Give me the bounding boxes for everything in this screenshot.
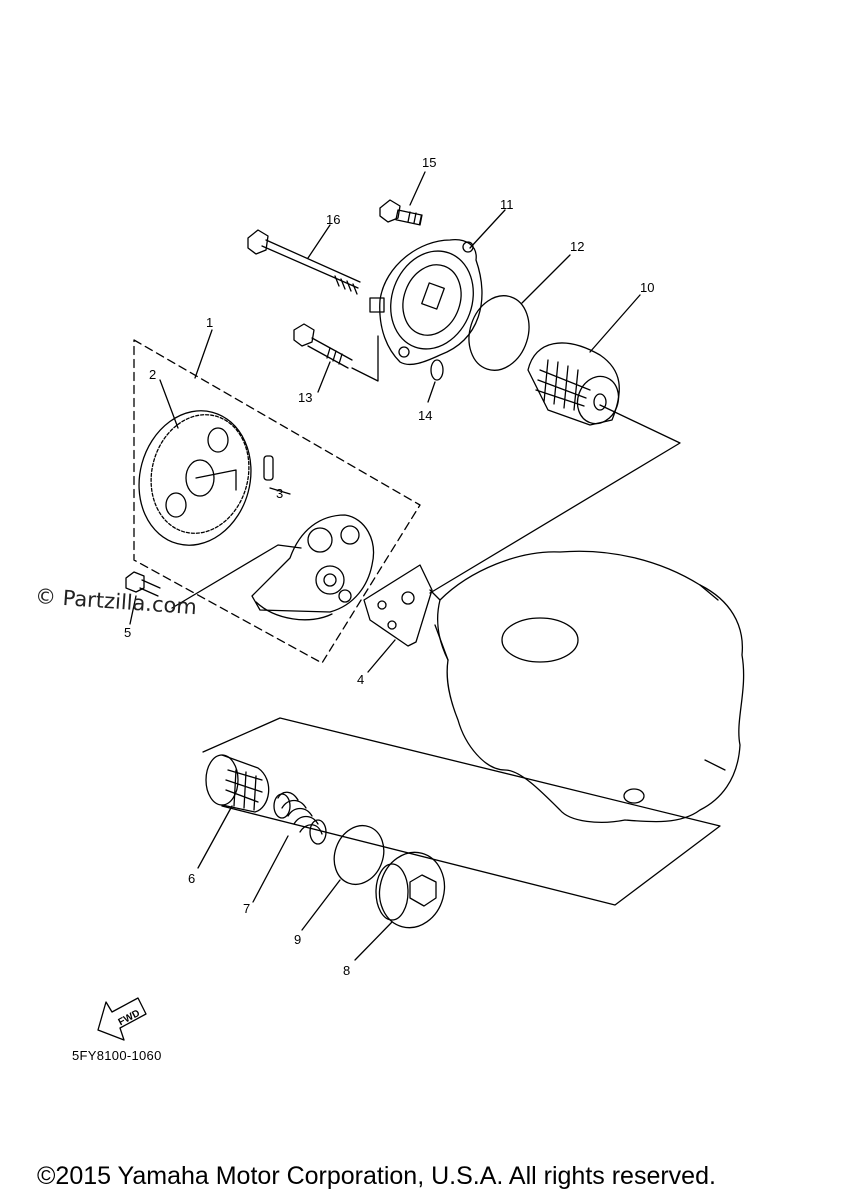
drain-plug-part-8 (371, 845, 452, 935)
crankcase-detail (430, 585, 725, 770)
callout-11: 11 (500, 197, 514, 212)
callout-12: 12 (570, 239, 584, 254)
oil-filter-part-10 (528, 343, 625, 429)
dowel-pin-part-3 (264, 456, 273, 480)
pump-link-lines (172, 545, 301, 608)
callout-16: 16 (326, 212, 340, 227)
o-ring-part-14 (431, 360, 443, 380)
o-ring-part-9 (326, 819, 392, 892)
bolt-part-13 (294, 324, 378, 381)
driven-gear-part-2 (124, 398, 265, 558)
callout-4: 4 (357, 672, 364, 687)
long-bolt-part-16 (248, 230, 360, 294)
fwd-arrow-icon (98, 998, 146, 1040)
screw-part-5 (126, 572, 160, 596)
callout-8: 8 (343, 963, 350, 978)
strainer-link-lines (203, 718, 720, 905)
copyright-notice: ©2015 Yamaha Motor Corporation, U.S.A. A… (37, 1162, 716, 1190)
callout-1: 1 (206, 315, 213, 330)
crankcase-boss (502, 618, 578, 662)
oil-pump-body (252, 515, 373, 620)
filter-link-lines (430, 405, 680, 593)
callout-7: 7 (243, 901, 250, 916)
o-ring-part-12 (460, 288, 539, 378)
spring-part-7 (274, 792, 326, 844)
callout-9: 9 (294, 932, 301, 947)
callout-15: 15 (422, 155, 436, 170)
callout-13: 13 (298, 390, 312, 405)
callout-10: 10 (640, 280, 654, 295)
callout-2: 2 (149, 367, 156, 382)
leader-lines (130, 172, 640, 960)
diagram-code: 5FY8100-1060 (72, 1048, 162, 1063)
callout-6: 6 (188, 871, 195, 886)
gasket-part-4 (364, 565, 432, 646)
callout-5: 5 (124, 625, 131, 640)
crankcase-outline (438, 551, 744, 822)
flange-bolt-part-15 (380, 200, 422, 225)
callout-3: 3 (276, 486, 283, 501)
crankcase-drain-port (624, 789, 644, 803)
strainer-part-6 (206, 755, 269, 812)
fwd-label: FWD (117, 1008, 142, 1028)
callout-14: 14 (418, 408, 432, 423)
callout-labels: 15 16 11 12 10 1 2 13 14 3 5 4 6 7 9 8 F… (117, 155, 655, 1028)
